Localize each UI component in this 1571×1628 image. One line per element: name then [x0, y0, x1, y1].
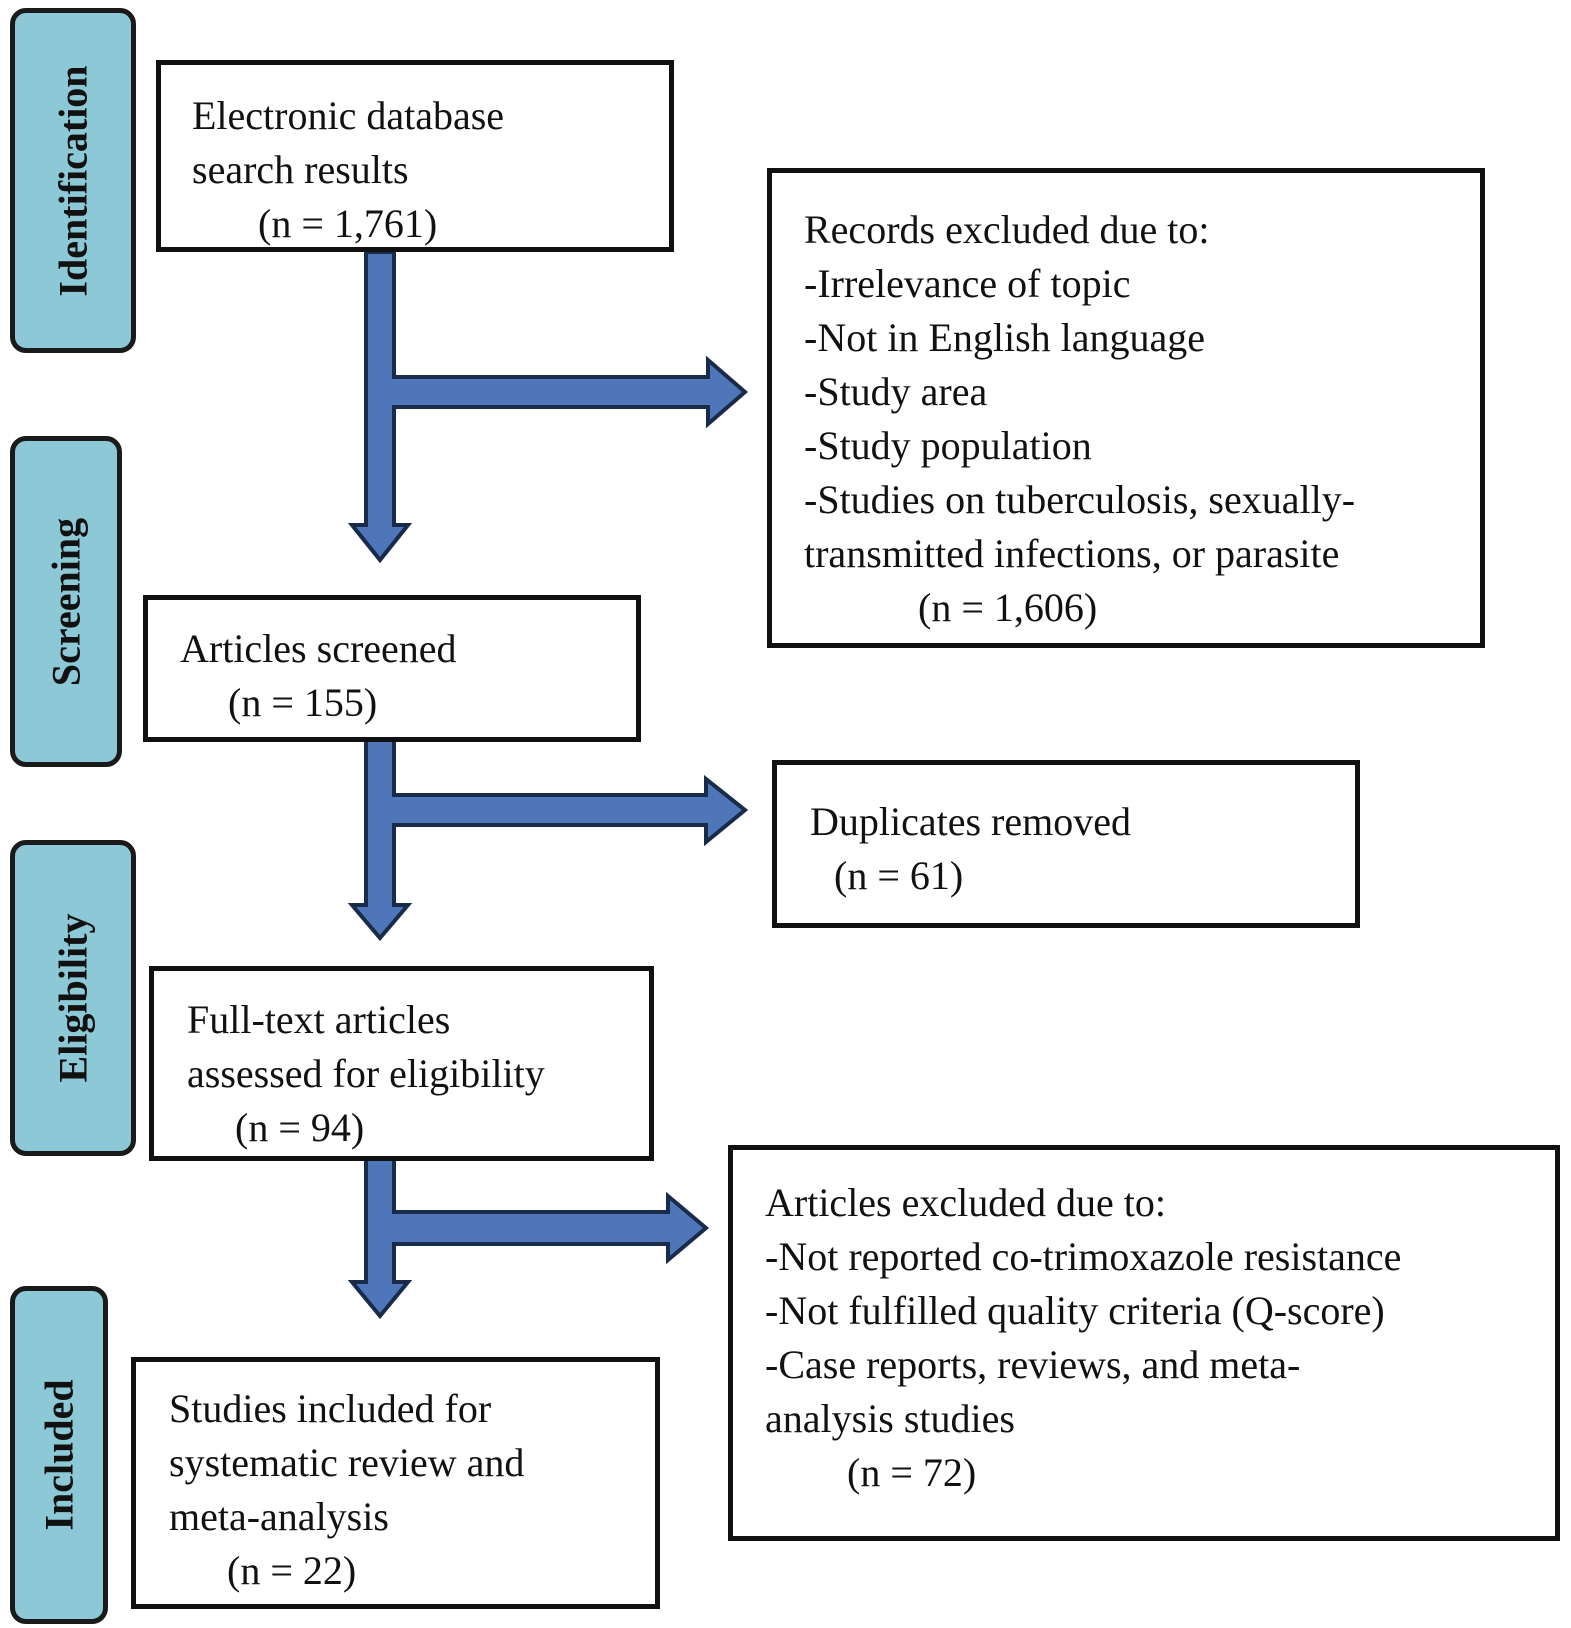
articles-excluded-reason-3-cont: analysis studies — [765, 1396, 1015, 1441]
duplicates-removed-label: Duplicates removed — [810, 799, 1131, 844]
full-text-line-1: Full-text articles — [187, 997, 451, 1042]
records-excluded-reason-5-cont: transmitted infections, or parasite — [804, 531, 1340, 576]
records-excluded-reason-1: -Irrelevance of topic — [804, 261, 1131, 306]
studies-included-line-1: Studies included for — [169, 1386, 492, 1431]
down-arrow-1 — [347, 250, 749, 564]
articles-excluded-count: (n = 72) — [847, 1450, 977, 1495]
duplicates-removed-box: Duplicates removed (n = 61) — [772, 760, 1360, 928]
articles-excluded-reason-1: -Not reported co-trimoxazole resistance — [765, 1234, 1402, 1279]
articles-screened-box: Articles screened (n = 155) — [143, 595, 641, 742]
records-excluded-reason-5: -Studies on tuberculosis, sexually- — [804, 477, 1356, 522]
articles-screened-label: Articles screened — [180, 626, 457, 671]
records-excluded-count: (n = 1,606) — [918, 585, 1098, 630]
records-excluded-reason-4: -Study population — [804, 423, 1092, 468]
studies-included-line-3: meta-analysis — [169, 1494, 389, 1539]
down-arrow-2 — [347, 724, 749, 942]
records-excluded-reason-2: -Not in English language — [804, 315, 1206, 360]
full-text-count: (n = 94) — [235, 1105, 365, 1150]
full-text-box: Full-text articles assessed for eligibil… — [149, 966, 654, 1161]
search-results-line-1: Electronic database — [192, 93, 505, 138]
articles-excluded-reason-2: -Not fulfilled quality criteria (Q-score… — [765, 1288, 1385, 1333]
records-excluded-reason-3: -Study area — [804, 369, 988, 414]
down-arrow-3 — [347, 1132, 710, 1320]
search-results-box: Electronic database search results (n = … — [156, 60, 674, 252]
studies-included-box: Studies included for systematic review a… — [131, 1357, 660, 1609]
stage-screening: Screening — [10, 436, 122, 767]
articles-excluded-title: Articles excluded due to: — [765, 1180, 1166, 1225]
records-excluded-box: Records excluded due to: -Irrelevance of… — [767, 168, 1485, 648]
records-excluded-title: Records excluded due to: — [804, 207, 1210, 252]
full-text-line-2: assessed for eligibility — [187, 1051, 545, 1096]
studies-included-count: (n = 22) — [227, 1548, 357, 1593]
articles-excluded-reason-3: -Case reports, reviews, and meta- — [765, 1342, 1301, 1387]
articles-excluded-box: Articles excluded due to: -Not reported … — [728, 1145, 1560, 1541]
stage-identification: Identification — [10, 8, 136, 353]
stage-eligibility: Eligibility — [10, 840, 136, 1156]
studies-included-line-2: systematic review and — [169, 1440, 525, 1485]
duplicates-removed-count: (n = 61) — [834, 853, 964, 898]
articles-screened-count: (n = 155) — [228, 680, 378, 725]
search-results-count: (n = 1,761) — [258, 201, 438, 246]
search-results-line-2: search results — [192, 147, 409, 192]
stage-included: Included — [10, 1286, 108, 1624]
